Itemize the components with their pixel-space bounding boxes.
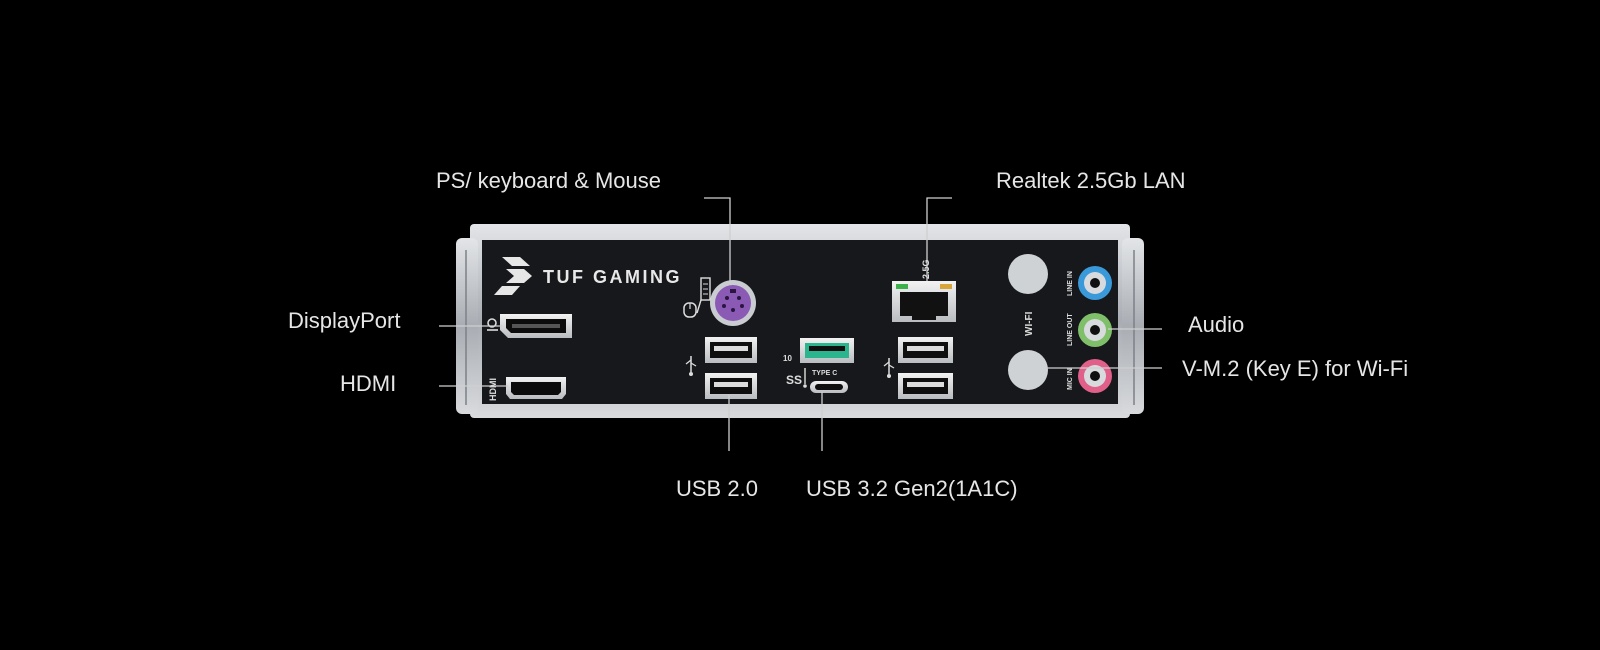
usb2-callout: USB 2.0 [676, 476, 758, 501]
lan-callout: Realtek 2.5Gb LAN [996, 168, 1186, 193]
audio-callout: Audio [1188, 312, 1245, 337]
svg-text:SS: SS [786, 373, 802, 387]
usb-type-c-port [810, 381, 848, 393]
wifi-callout: V-M.2 (Key E) for Wi-Fi [1182, 356, 1409, 381]
usb-icon [883, 358, 895, 378]
line-out-jack [1078, 313, 1112, 347]
line-in-jack [1078, 266, 1112, 300]
wifi-antenna-hole-top [1008, 254, 1048, 294]
brand-logo-text: TUF GAMING [543, 267, 682, 287]
mic-in-jack [1078, 359, 1112, 393]
type-c-label: TYPE C [812, 370, 837, 377]
ps2-callout: PS/ keyboard & Mouse [436, 168, 662, 193]
tuf-logo-icon [494, 257, 532, 295]
line-in-label: LINE IN [1067, 271, 1074, 296]
displayport-icon [487, 318, 498, 331]
usb-gen2-type-a-port [800, 338, 854, 363]
displayport-callout: DisplayPort [288, 308, 401, 333]
line-out-label: LINE OUT [1067, 313, 1074, 346]
usb-icon [685, 356, 697, 376]
usb32-callout: USB 3.2 Gen2(1A1C) [806, 476, 1018, 501]
lan-port [892, 281, 956, 322]
hdmi-panel-label: HDMI [488, 378, 498, 401]
mic-in-label: MIC IN [1067, 368, 1074, 390]
hdmi-port [506, 377, 566, 399]
mouse-keyboard-icon [683, 277, 711, 318]
usb2-port-bottom [705, 373, 757, 399]
usb2-port-top [705, 337, 757, 363]
usb-port-right-bottom [898, 373, 953, 399]
wifi-antenna-hole-bottom [1008, 350, 1048, 390]
lan-leader-line [926, 197, 952, 281]
ps2-port [710, 280, 756, 326]
hdmi-callout: HDMI [340, 371, 397, 396]
lan-speed-label: 2.5G [921, 259, 931, 279]
superspeed-label: 10 [783, 354, 792, 363]
wifi-panel-label: WI-FI [1024, 311, 1035, 336]
superspeed-usb-icon: SS [786, 368, 807, 388]
usb-port-right-top [898, 337, 953, 363]
ps2-leader-line [704, 197, 731, 283]
displayport-port [500, 314, 572, 338]
